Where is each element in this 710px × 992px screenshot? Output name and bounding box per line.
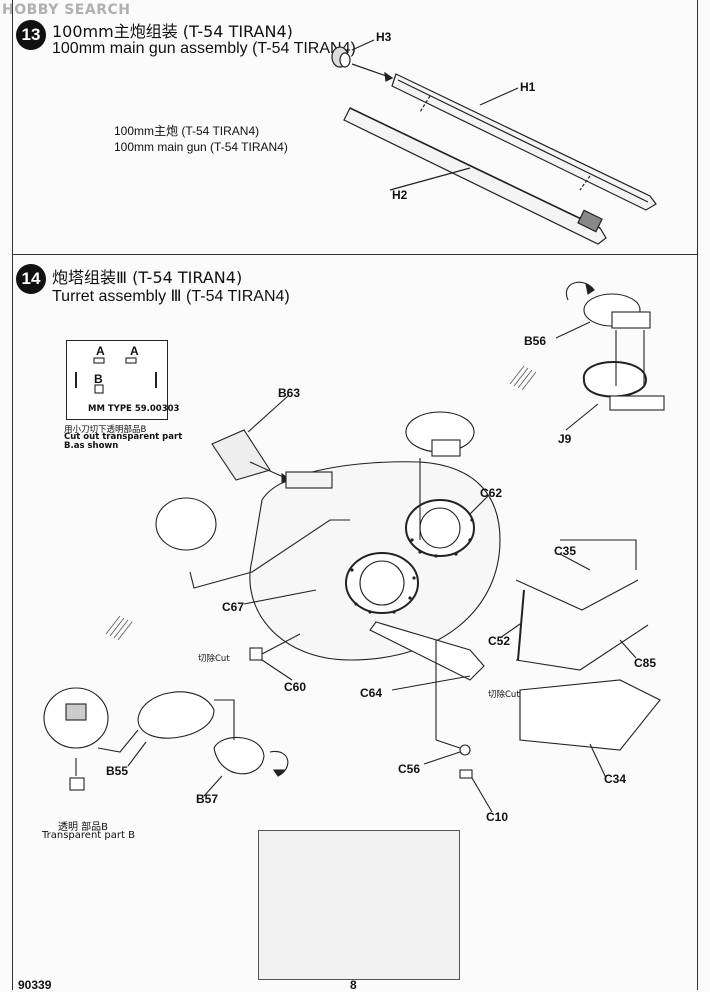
part-label-c64: C64: [360, 686, 383, 700]
transparent-part-cn: 透明 部品B: [58, 822, 109, 833]
part-label-c35: C35: [554, 544, 577, 558]
part-label-c60: C60: [284, 680, 307, 694]
part-label-b57: B57: [196, 792, 219, 806]
part-label-c67: C67: [222, 600, 245, 614]
part-label-h1: H1: [520, 80, 536, 94]
part-label-b55: B55: [106, 764, 129, 778]
part-label-c10: C10: [486, 810, 509, 824]
inset-label-a1: A: [96, 344, 105, 358]
part-label-c85: C85: [634, 656, 657, 670]
part-label-h3: H3: [376, 30, 392, 44]
step-14-title-cn: 炮塔组装Ⅲ (T-54 TIRAN4): [52, 268, 243, 287]
transparent-part-inset: [66, 340, 168, 420]
step-14-title-en: Turret assembly Ⅲ (T-54 TIRAN4): [52, 288, 290, 305]
step-13-caption-cn: 100mm主炮 (T-54 TIRAN4): [114, 124, 260, 138]
step-divider: [12, 254, 698, 255]
part-label-c34: C34: [604, 772, 627, 786]
step-14-number: 14: [16, 264, 46, 294]
part-label-h2: H2: [392, 188, 408, 202]
step-13-number: 13: [16, 20, 46, 50]
part-label-b63: B63: [278, 386, 301, 400]
part-label-b56: B56: [524, 334, 547, 348]
cut-label-left: 切除Cut: [198, 654, 230, 664]
cut-label-right: 切除Cut: [488, 690, 520, 700]
part-label-j9: J9: [558, 432, 572, 446]
page-frame-left: [12, 0, 13, 990]
inset-label-b: B: [94, 372, 103, 386]
product-code: 90339: [18, 978, 52, 992]
watermark: HOBBY SEARCH: [2, 2, 131, 18]
inset-note-cn: 用小刀切下透明部品B: [64, 425, 147, 435]
part-label-c62: C62: [480, 486, 503, 500]
inset-type-label: MM TYPE 59.00303: [88, 404, 180, 414]
transparent-part-en: Transparent part B: [42, 830, 135, 841]
part-label-c56: C56: [398, 762, 421, 776]
inset-note-en-2: B.as shown: [64, 441, 119, 451]
step-13-title-en: 100mm main gun assembly (T-54 TIRAN4): [52, 40, 356, 57]
page-number: 8: [350, 978, 357, 992]
inset-label-a2: A: [130, 344, 139, 358]
step-13-caption-en: 100mm main gun (T-54 TIRAN4): [114, 140, 288, 154]
step-13-title-cn: 100mm主炮组装 (T-54 TIRAN4): [52, 22, 293, 41]
part-label-c52: C52: [488, 634, 511, 648]
page-frame-right: [697, 0, 698, 990]
assembled-turret-photo: [258, 830, 460, 980]
inset-note-en-1: Cut out transparent part: [64, 432, 183, 442]
